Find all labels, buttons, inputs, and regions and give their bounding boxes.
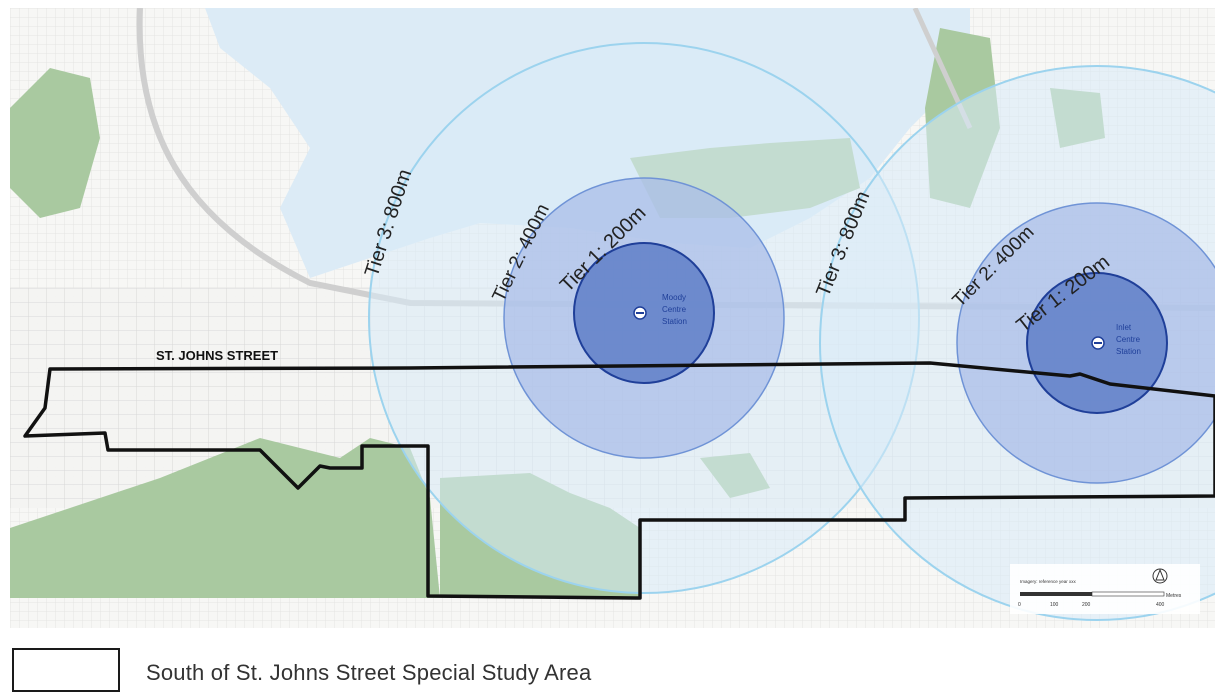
study-area-boundary	[23, 361, 1215, 600]
street-label: ST. JOHNS STREET	[156, 348, 278, 363]
scale-unit: Metres	[1166, 593, 1182, 599]
inlet-station-marker[interactable]: Inlet Centre Station	[1091, 323, 1141, 356]
scale-tick-400: 400	[1156, 602, 1165, 608]
moody-station-name-3: Station	[662, 317, 687, 326]
legend: South of St. Johns Street Special Study …	[10, 640, 1210, 700]
legend-swatch-study-area	[12, 648, 120, 692]
inlet-station-name-3: Station	[1116, 347, 1141, 356]
scale-tick-200: 200	[1082, 602, 1091, 608]
moody-station-name-2: Centre	[662, 305, 687, 314]
moody-station-marker[interactable]: Moody Centre Station	[633, 293, 687, 326]
legend-label: South of St. Johns Street Special Study …	[146, 660, 592, 685]
park-southwest	[10, 438, 440, 598]
park-west	[10, 68, 100, 218]
inlet-station-name-1: Inlet	[1116, 323, 1132, 332]
moody-station-name-1: Moody	[662, 293, 686, 302]
inlet-station-name-2: Centre	[1116, 335, 1141, 344]
scale-tick-0: 0	[1018, 602, 1021, 608]
north-arrow-icon	[1152, 568, 1168, 584]
scale-tick-100: 100	[1050, 602, 1059, 608]
map-canvas: ST. JOHNS STREET Tier 3: 800m Tier 2: 40…	[10, 8, 1215, 628]
scale-caption: Imagery: reference year xxx	[1020, 579, 1077, 584]
scale-bar: Imagery: reference year xxx Metres 0 100…	[1010, 564, 1200, 614]
